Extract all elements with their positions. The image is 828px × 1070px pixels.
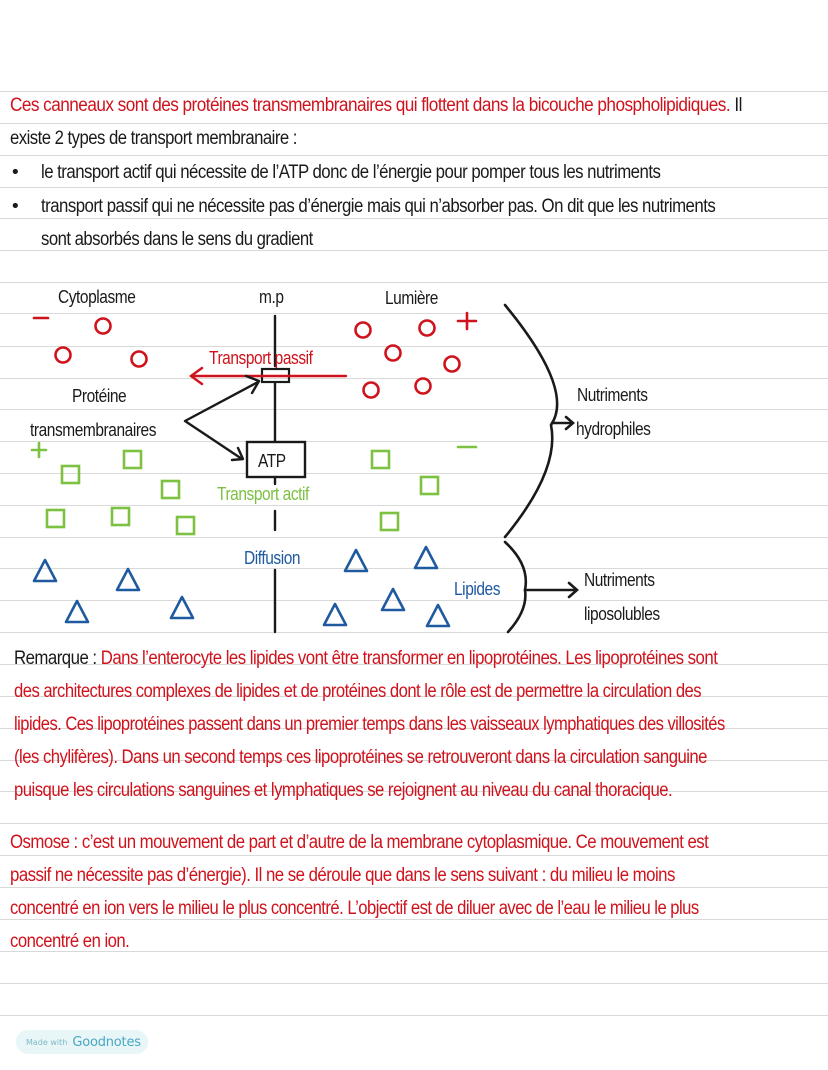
bullet-text-actif: le transport actif qui nécessite de l’AT… bbox=[41, 162, 661, 183]
red-circle-nutrients bbox=[54, 317, 461, 399]
bullet-text-passif: transport passif qui ne nécessite pas d’… bbox=[41, 196, 716, 217]
rule-line bbox=[0, 155, 828, 156]
label-diffusion: Diffusion bbox=[244, 548, 301, 568]
intro-line-2: existe 2 types de transport membranaire … bbox=[10, 128, 297, 149]
rule-line bbox=[0, 951, 828, 952]
rule-line bbox=[0, 728, 828, 729]
label-nutriments-liposolubles-1: Nutriments bbox=[584, 570, 655, 590]
rule-line bbox=[0, 346, 828, 347]
remarque-text: Dans l’enterocyte les lipides vont être … bbox=[100, 648, 718, 669]
label-membrane: m.p bbox=[259, 287, 284, 307]
label-transport-actif: Transport actif bbox=[217, 484, 309, 504]
liposolubles-bracket bbox=[503, 540, 528, 634]
rule-line bbox=[0, 537, 828, 538]
rule-line bbox=[0, 282, 828, 283]
brand-text: Goodnotes bbox=[72, 1034, 141, 1050]
label-lipides: Lipides bbox=[454, 579, 501, 599]
intro-highlight-text: Ces canneaux sont des protéines transmem… bbox=[10, 95, 731, 116]
label-transmembranaires: transmembranaires bbox=[30, 420, 157, 440]
rule-line bbox=[0, 250, 828, 251]
remarque-line-5: puisque les circulations sanguines et ly… bbox=[14, 780, 673, 801]
osmose-line-2: passif ne nécessite pas d’énergie). Il n… bbox=[10, 865, 675, 886]
green-square-nutrients bbox=[45, 449, 440, 536]
label-atp: ATP bbox=[258, 451, 286, 471]
rule-line bbox=[0, 505, 828, 506]
charge-signs bbox=[30, 311, 478, 459]
intro-line-1: Ces canneaux sont des protéines transmem… bbox=[10, 95, 742, 117]
goodnotes-badge[interactable]: Made with Goodnotes bbox=[16, 1030, 148, 1054]
label-nutriments-hydrophiles-1: Nutriments bbox=[577, 385, 648, 405]
rule-line bbox=[0, 791, 828, 792]
rule-line bbox=[0, 664, 828, 665]
hydrophiles-bracket bbox=[503, 303, 559, 539]
intro-tail-text: Il bbox=[730, 95, 742, 116]
blue-triangle-lipids bbox=[32, 545, 451, 628]
rule-line bbox=[0, 441, 828, 442]
label-nutriments-hydrophiles-2: hydrophiles bbox=[576, 419, 651, 439]
passive-transport-arrow-icon bbox=[188, 366, 348, 386]
rule-line bbox=[0, 313, 828, 314]
remarque-line-4: (les chylifères). Dans un second temps c… bbox=[14, 747, 707, 768]
osmose-line-1: Osmose : c’est un mouvement de part et d… bbox=[10, 832, 709, 853]
rule-line bbox=[0, 760, 828, 761]
rule-line bbox=[0, 473, 828, 474]
atp-pump-box bbox=[245, 440, 307, 479]
rule-line bbox=[0, 919, 828, 920]
remarque-label: Remarque : bbox=[14, 648, 97, 669]
label-lumiere: Lumière bbox=[385, 288, 438, 308]
rule-line bbox=[0, 91, 828, 92]
label-proteine: Protéine bbox=[72, 386, 127, 406]
rule-line bbox=[0, 1015, 828, 1016]
rule-line bbox=[0, 696, 828, 697]
rule-line bbox=[0, 887, 828, 888]
osmose-line-4: concentré en ion. bbox=[10, 931, 130, 952]
osmose-line-3: concentré en ion vers le milieu le plus … bbox=[10, 898, 699, 919]
rule-line bbox=[0, 187, 828, 188]
rule-line bbox=[0, 823, 828, 824]
remarque-line-1: Remarque : Dans l’enterocyte les lipides… bbox=[14, 648, 718, 670]
rule-line bbox=[0, 409, 828, 410]
brackets bbox=[503, 303, 579, 634]
rule-line bbox=[0, 123, 828, 124]
protein-pointer-arrows-icon bbox=[183, 374, 261, 462]
label-cytoplasme: Cytoplasme bbox=[58, 287, 136, 307]
made-with-text: Made with bbox=[26, 1037, 68, 1047]
bullet-dot: • bbox=[10, 162, 21, 183]
rule-line bbox=[0, 632, 828, 633]
rule-line bbox=[0, 218, 828, 219]
remarque-line-2: des architectures complexes de lipides e… bbox=[14, 681, 702, 702]
rule-line bbox=[0, 378, 828, 379]
rule-line bbox=[0, 600, 828, 601]
rule-line bbox=[0, 983, 828, 984]
label-transport-passif: Transport passif bbox=[209, 348, 313, 368]
bullet-dot: • bbox=[10, 196, 21, 217]
label-nutriments-liposolubles-2: liposolubles bbox=[584, 604, 660, 624]
bullet-text-passif-continuation: sont absorbés dans le sens du gradient bbox=[41, 229, 313, 250]
remarque-line-3: lipides. Ces lipoprotéines passent dans … bbox=[14, 714, 725, 735]
rule-line bbox=[0, 855, 828, 856]
